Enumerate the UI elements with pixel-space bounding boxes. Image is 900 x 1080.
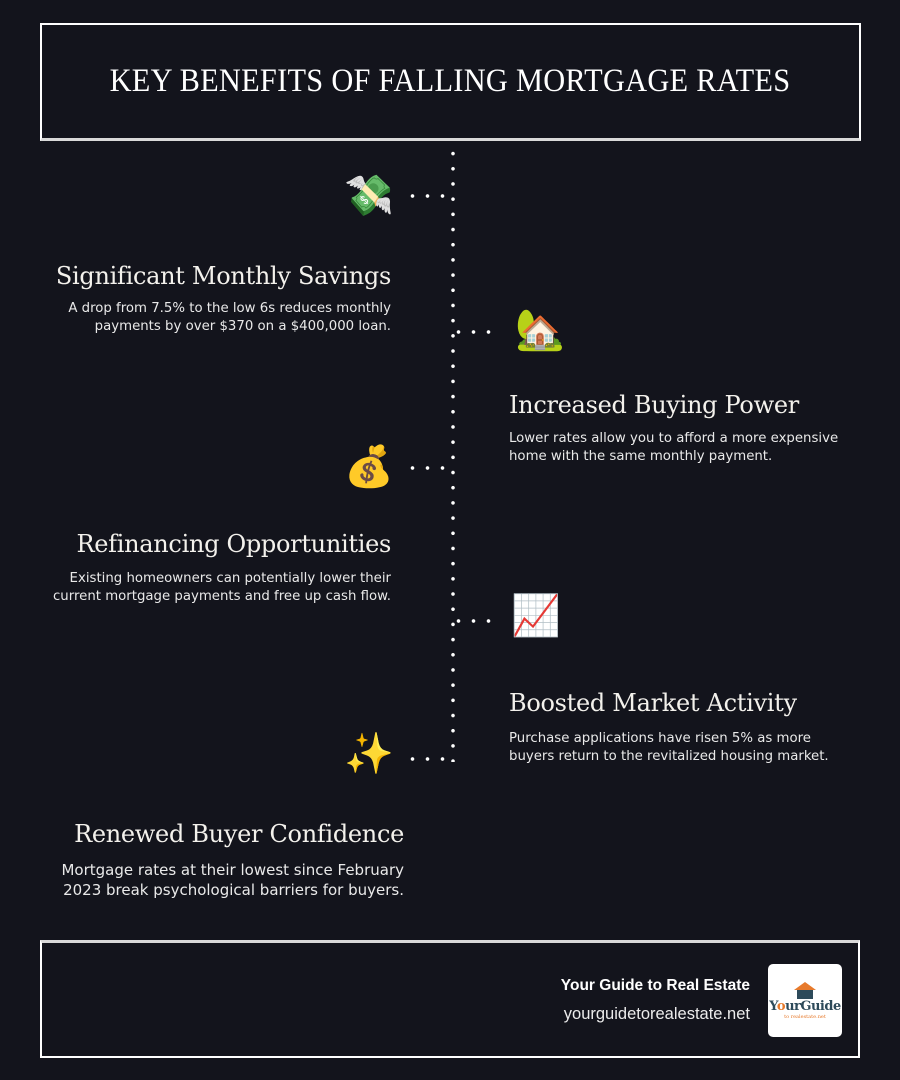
benefit-title: Significant Monthly Savings (55, 262, 391, 290)
benefit-description: Existing homeowners can potentially lowe… (53, 571, 391, 604)
footer-banner: Your Guide to Real Estate yourguidetorea… (40, 940, 860, 1058)
benefit-title: Refinancing Opportunities (76, 530, 391, 558)
sparkles-icon: ✨ (344, 731, 394, 777)
chart-increasing-icon: 📈 (511, 593, 561, 639)
benefit-description: A drop from 7.5% to the low 6s reduces m… (68, 301, 391, 334)
timeline-dotted-line (451, 146, 455, 762)
timeline-connector (451, 619, 501, 623)
house-with-garden-icon: 🏡 (515, 307, 565, 353)
timeline-connector (451, 330, 501, 334)
benefit-description: Purchase applications have risen 5% as m… (509, 731, 829, 764)
benefit-title: Boosted Market Activity (509, 689, 797, 717)
benefit-title: Increased Buying Power (509, 391, 799, 419)
logo-wordmark: YourGuide (769, 998, 841, 1014)
benefit-description: Lower rates allow you to afford a more e… (509, 431, 839, 464)
brand-url-link[interactable]: yourguidetorealestate.net (563, 1005, 750, 1023)
timeline-connector (405, 757, 455, 761)
money-with-wings-icon: 💸 (344, 173, 394, 219)
benefit-description: Mortgage rates at their lowest since Feb… (61, 861, 404, 899)
timeline-connector (405, 194, 455, 198)
timeline-connector (405, 466, 455, 470)
page-title: KEY BENEFITS OF FALLING MORTGAGE RATES (110, 63, 791, 99)
logo-subtext: to realestate.net (784, 1013, 826, 1020)
benefit-title: Renewed Buyer Confidence (74, 820, 404, 848)
title-banner: KEY BENEFITS OF FALLING MORTGAGE RATES (40, 23, 861, 141)
house-logo-icon (794, 981, 816, 999)
brand-name: Your Guide to Real Estate (560, 977, 750, 994)
brand-logo: YourGuide to realestate.net (768, 964, 842, 1037)
money-bag-icon: 💰 (344, 444, 394, 490)
